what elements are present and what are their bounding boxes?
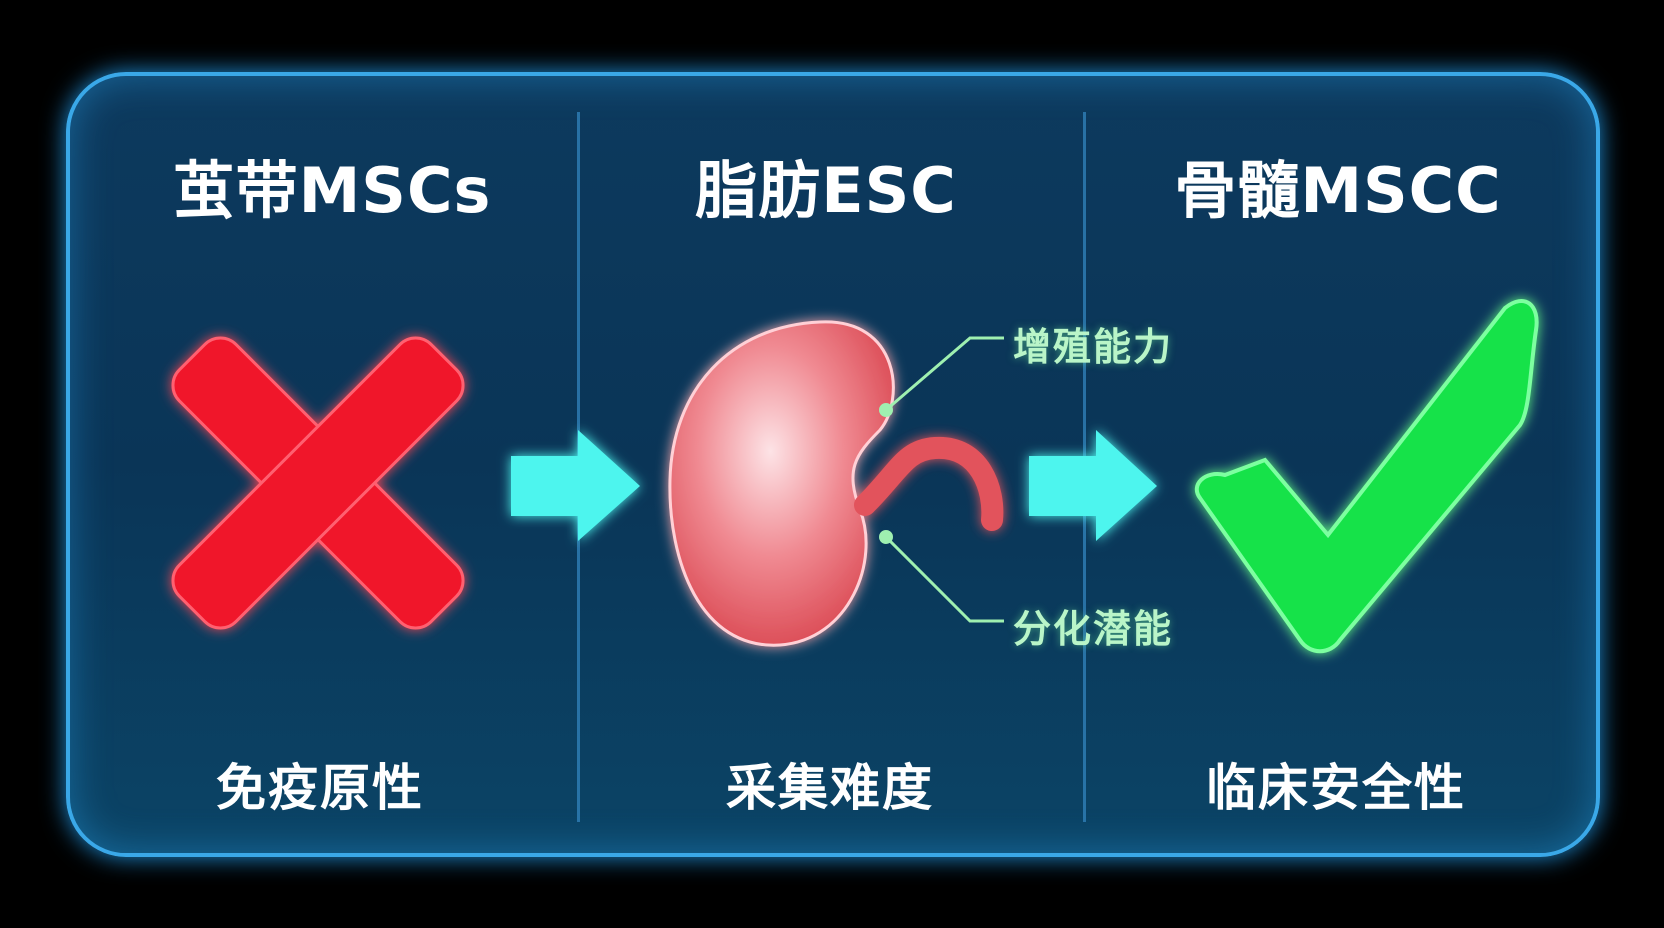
callout-line-top bbox=[885, 336, 1004, 412]
column-title-1: 茧带MSCs bbox=[172, 154, 492, 227]
callout-line-bottom bbox=[884, 535, 1004, 623]
callout-proliferation: 增殖能力 bbox=[1013, 325, 1174, 369]
kidney-icon bbox=[668, 320, 1004, 647]
column-title-3: 骨髓MSCC bbox=[1174, 154, 1502, 227]
column-label-2: 采集难度 bbox=[726, 759, 934, 817]
callout-differentiation: 分化潜能 bbox=[1013, 607, 1174, 651]
column-label-3: 临床安全性 bbox=[1206, 759, 1466, 817]
arrow-right-icon bbox=[1029, 430, 1157, 541]
cross-icon bbox=[171, 336, 465, 630]
column-label-1: 免疫原性 bbox=[216, 759, 424, 817]
column-title-2: 脂肪ESC bbox=[695, 154, 957, 227]
arrow-right-icon bbox=[511, 430, 640, 541]
check-icon bbox=[1194, 299, 1539, 654]
